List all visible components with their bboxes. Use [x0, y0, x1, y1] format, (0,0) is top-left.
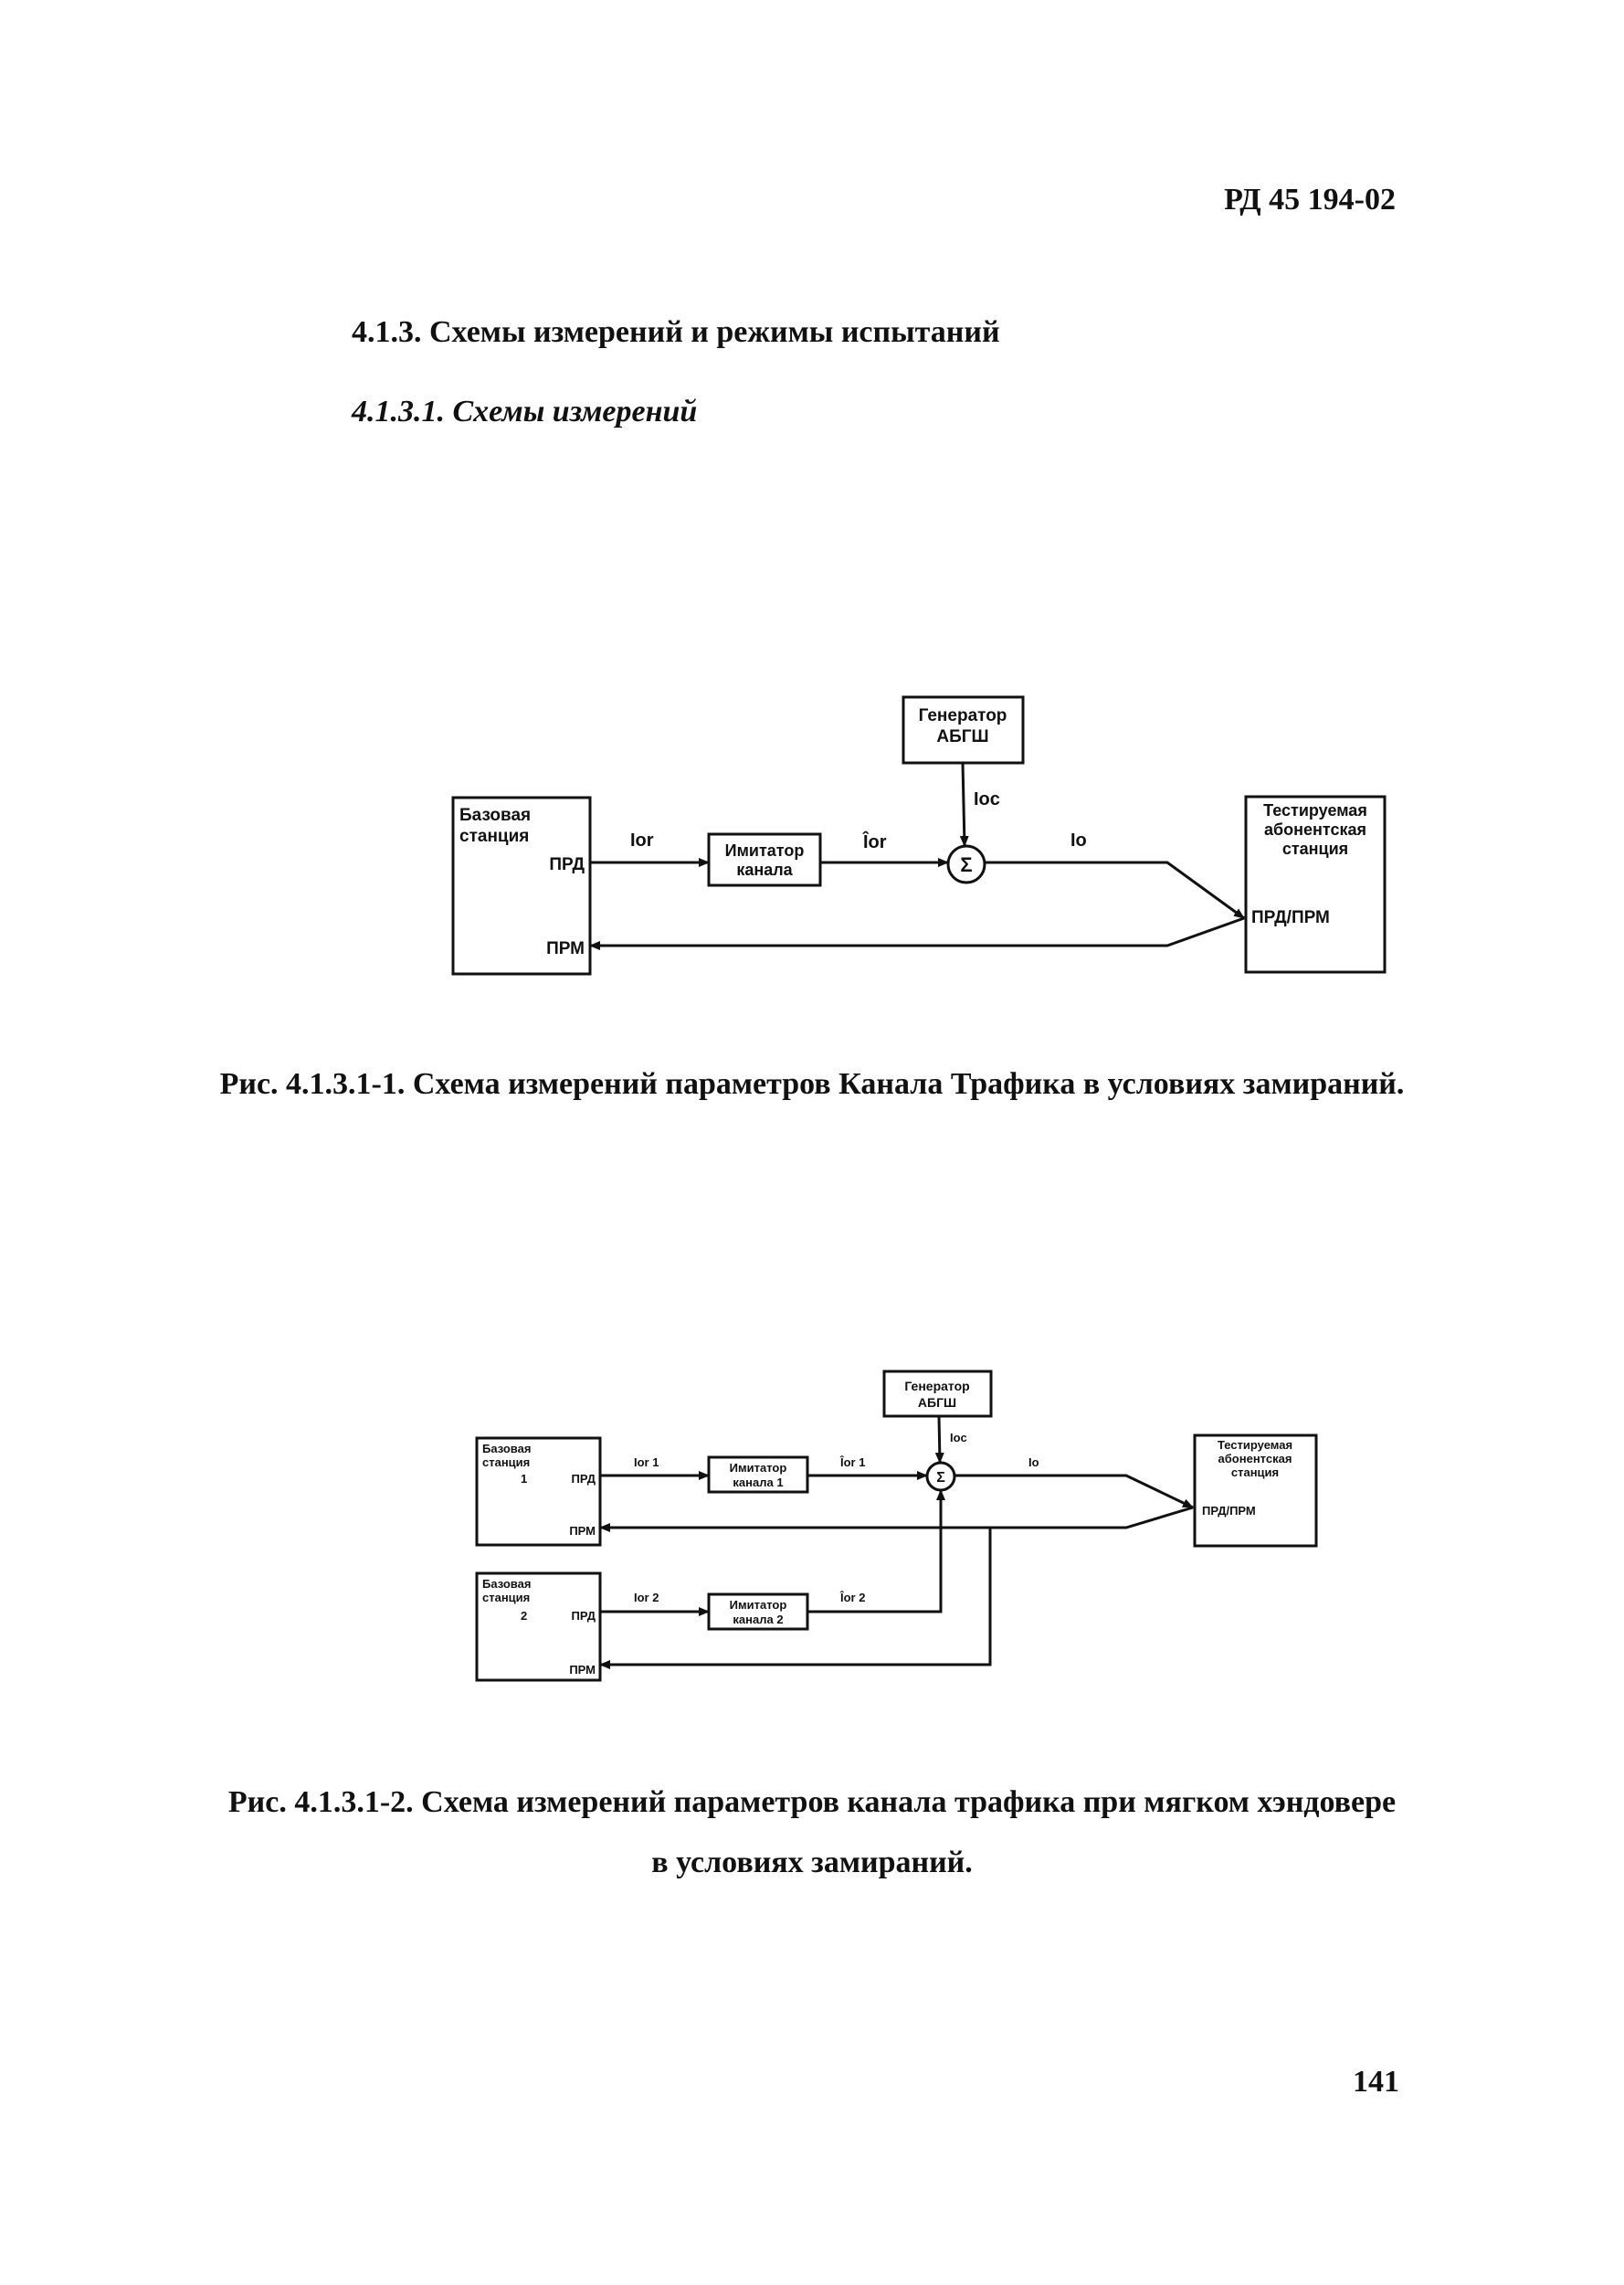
fig2-wire-sum-to-mobile — [954, 1474, 1194, 1509]
fig2-sim1-label-1: Имитатор — [730, 1461, 787, 1475]
fig1-mobile-port: ПРД/ПРМ — [1251, 908, 1330, 927]
fig1-gen-label-2: АБГШ — [936, 727, 988, 746]
fig1-mobile-station: Тестируемая абонентская станция ПРД/ПРМ — [1244, 795, 1387, 974]
fig1-wire-gen-to-sum — [959, 762, 969, 847]
fig2-label-ior2: Ior 2 — [634, 1591, 659, 1604]
fig1-label-ioc: Ioc — [974, 789, 1000, 809]
fig1-summer: Σ — [946, 844, 986, 884]
fig2-base2-num: 2 — [521, 1609, 527, 1623]
fig2-mobile-port: ПРД/ПРМ — [1202, 1504, 1256, 1518]
fig1-wire-mobile-to-base — [589, 916, 1245, 950]
subsection-title: 4.1.3.1. Схемы измерений — [352, 395, 698, 428]
figure-2-caption-line-1: Рис. 4.1.3.1-2. Схема измерений параметр… — [227, 1785, 1397, 1819]
fig1-base-station: Базовая станция ПРД ПРМ — [451, 796, 592, 976]
fig2-generator: Генератор АБГШ — [882, 1370, 993, 1418]
fig1-sum-symbol: Σ — [960, 853, 972, 876]
fig1-wire-sum-to-mobile — [985, 861, 1245, 920]
fig2-gen-label-2: АБГШ — [918, 1395, 956, 1410]
fig2-base2-tx: ПРД — [572, 1609, 596, 1623]
fig2-sim1-label-2: канала 1 — [733, 1476, 783, 1489]
fig1-mobile-label-1: Тестируемая — [1263, 801, 1367, 820]
fig2-base1-rx: ПРМ — [569, 1524, 596, 1538]
fig1-base-label-2: станция — [459, 827, 529, 846]
fig1-generator: Генератор АБГШ — [902, 695, 1025, 765]
fig2-base1-label-1: Базовая — [482, 1442, 531, 1455]
fig1-gen-label-1: Генератор — [919, 706, 1007, 725]
fig1-channel-simulator: Имитатор канала — [707, 832, 822, 887]
fig2-summer: Σ — [925, 1461, 956, 1492]
fig1-sim-label-1: Имитатор — [725, 841, 805, 860]
fig2-base1-tx: ПРД — [572, 1472, 596, 1486]
fig2-mobile-label-1: Тестируемая — [1218, 1438, 1292, 1452]
fig2-label-ioc: Ioc — [950, 1431, 967, 1444]
fig2-sim2-label-2: канала 2 — [733, 1613, 783, 1626]
fig2-wire-gen-to-sum — [934, 1415, 944, 1464]
document-code: РД 45 194-02 — [1224, 183, 1396, 217]
fig2-base1-num: 1 — [521, 1472, 527, 1486]
fig2-sum-symbol: Σ — [936, 1470, 945, 1486]
fig2-label-ior2-hat: Îor 2 — [839, 1591, 865, 1604]
fig2-channel-simulator-2: Имитатор канала 2 — [707, 1592, 809, 1631]
fig2-sim2-label-1: Имитатор — [730, 1598, 787, 1612]
fig1-sim-label-2: канала — [736, 861, 793, 879]
figure-1-caption: Рис. 4.1.3.1-1. Схема измерений параметр… — [219, 1067, 1405, 1101]
fig1-mobile-label-3: станция — [1282, 840, 1348, 858]
fig2-base2-label-2: станция — [482, 1591, 530, 1604]
fig2-label-ior1-hat: Îor 1 — [839, 1455, 865, 1469]
figure-1: Базовая станция ПРД ПРМ Генератор АБГШ И… — [451, 695, 1387, 976]
fig2-base-station-1: Базовая станция 1 ПРД ПРМ — [475, 1436, 602, 1547]
fig2-base-station-2: Базовая станция 2 ПРД ПРМ — [475, 1571, 602, 1682]
page-number: 141 — [1353, 2065, 1399, 2099]
section-title: 4.1.3. Схемы измерений и режимы испытани… — [352, 315, 1000, 349]
fig1-base-rx: ПРМ — [546, 939, 585, 958]
fig2-channel-simulator-1: Имитатор канала 1 — [707, 1455, 809, 1494]
fig2-wire-sim2-to-sum — [807, 1489, 945, 1613]
figure-2-caption-line-2: в условиях замираний. — [651, 1846, 973, 1879]
fig2-wire-mobile-to-base1 — [599, 1506, 1194, 1532]
fig2-base2-rx: ПРМ — [569, 1663, 596, 1677]
figure-2: Базовая станция 1 ПРД ПРМ Базовая станци… — [475, 1370, 1318, 1682]
fig2-base1-label-2: станция — [482, 1455, 530, 1469]
fig1-label-ior-hat: Îor — [862, 830, 887, 852]
fig2-label-io: Io — [1028, 1455, 1039, 1469]
fig1-base-label-1: Базовая — [459, 806, 531, 825]
fig2-mobile-label-3: станция — [1231, 1465, 1279, 1479]
fig1-label-io: Io — [1070, 830, 1087, 851]
fig2-mobile-station: Тестируемая абонентская станция ПРД/ПРМ — [1193, 1433, 1318, 1548]
fig1-base-tx: ПРД — [549, 855, 585, 874]
fig2-label-ior1: Ior 1 — [634, 1455, 659, 1469]
fig2-gen-label-1: Генератор — [904, 1379, 969, 1393]
fig1-label-ior: Ior — [630, 830, 654, 851]
fig2-wire-mobile-to-base2 — [599, 1528, 992, 1669]
fig2-base2-label-1: Базовая — [482, 1577, 531, 1591]
fig2-mobile-label-2: абонентская — [1218, 1452, 1292, 1465]
fig1-mobile-label-2: абонентская — [1264, 820, 1366, 839]
